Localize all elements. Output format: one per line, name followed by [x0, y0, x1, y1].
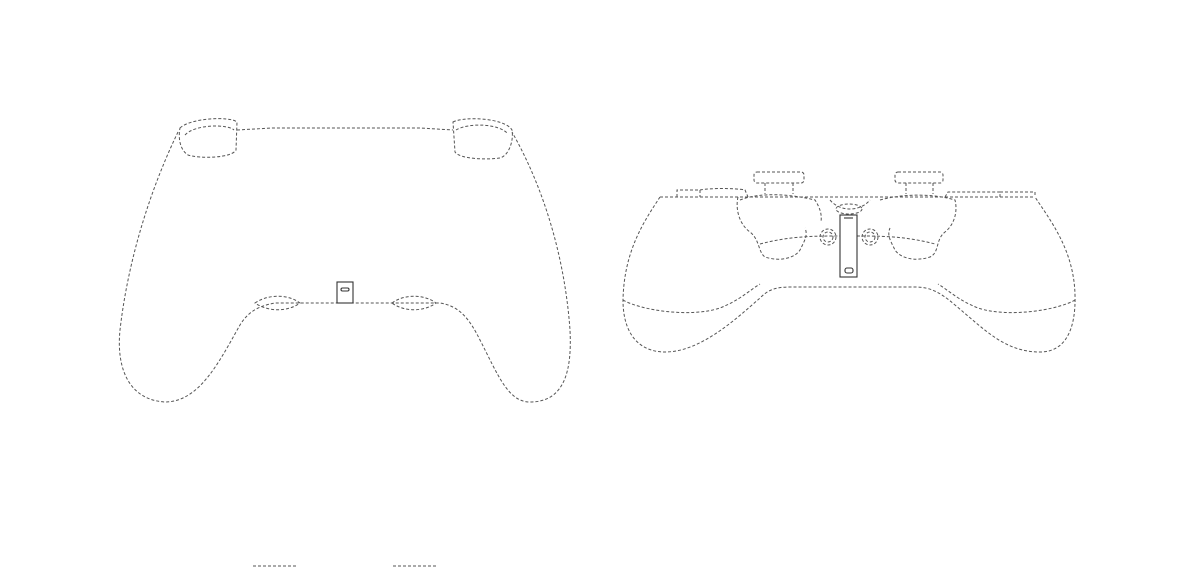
ps-button — [835, 203, 863, 215]
controller-top-view — [118, 118, 571, 403]
top-edge — [236, 127, 454, 131]
charging-tab — [336, 281, 354, 304]
right-trigger-oval — [391, 295, 437, 311]
right-shoulder-bumps — [944, 191, 1036, 198]
front-outline — [622, 196, 1076, 353]
right-stick-cap — [894, 171, 944, 184]
center-arc — [759, 235, 936, 245]
right-grip-line — [937, 283, 1076, 314]
left-stick-cap — [753, 171, 805, 184]
left-grip-line — [622, 283, 761, 314]
left-button — [819, 228, 837, 246]
right-stick-stem — [905, 183, 934, 194]
left-bump-inner — [739, 194, 822, 223]
left-bump — [736, 196, 807, 260]
right-button — [861, 228, 879, 246]
left-trigger-oval — [254, 295, 301, 311]
controller-outline — [118, 131, 571, 403]
charging-strap — [839, 214, 858, 278]
left-bumper — [178, 118, 238, 158]
left-shoulder-bumps — [676, 188, 749, 198]
left-bumper-inner — [184, 125, 235, 136]
right-bump — [879, 194, 957, 260]
left-button-inner — [822, 231, 834, 243]
left-stick-stem — [764, 183, 794, 194]
right-bumper — [452, 118, 513, 160]
right-bumper-inner — [455, 124, 509, 135]
tab-slot — [340, 287, 350, 292]
right-button-inner — [864, 231, 876, 243]
controller-front-view — [622, 171, 1076, 353]
center-lightbar — [829, 199, 871, 210]
strap-slot — [844, 267, 854, 274]
